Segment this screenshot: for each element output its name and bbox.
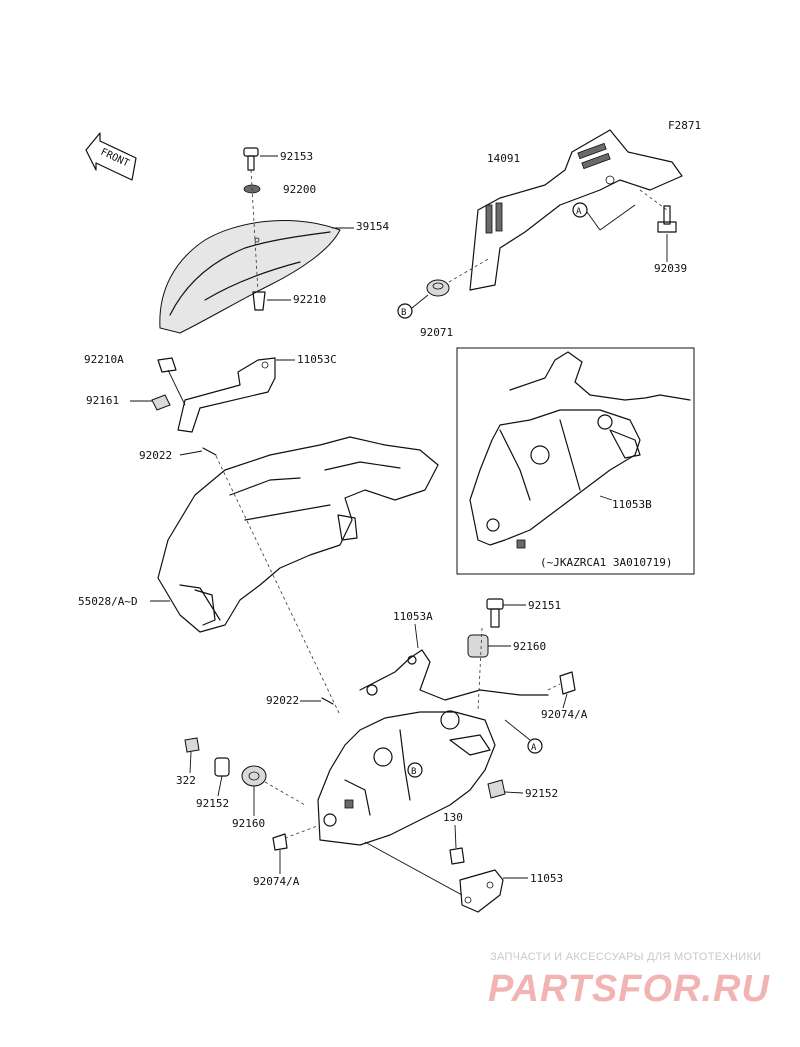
bracket-11053-part xyxy=(459,869,504,913)
label-92210: 92210 xyxy=(293,293,326,306)
svg-text:B: B xyxy=(411,767,416,777)
callout-a-lower: A xyxy=(504,719,543,754)
grommet-92071-part xyxy=(426,279,450,297)
label-92200: 92200 xyxy=(283,183,316,196)
label-92152-right: 92152 xyxy=(525,787,558,800)
cap-92074a-right-part xyxy=(559,671,576,695)
bolt-92039-part xyxy=(657,205,677,233)
frame-11053a-part xyxy=(317,649,549,846)
label-11053: 11053 xyxy=(530,872,563,885)
label-92153: 92153 xyxy=(280,150,313,163)
bolt-130-part xyxy=(449,847,465,865)
label-92151: 92151 xyxy=(528,599,561,612)
watermark-logo: PARTSFOR.RU xyxy=(488,968,770,1010)
upper-cowl-part xyxy=(159,220,341,334)
label-130: 130 xyxy=(443,811,463,824)
label-92210a: 92210A xyxy=(84,353,124,366)
figure-code: F2871 xyxy=(668,119,701,132)
label-92074a-left: 92074/A xyxy=(253,875,300,888)
svg-text:B: B xyxy=(401,308,406,318)
bracket-11053c-part xyxy=(177,357,276,433)
pin-92022-lower-part xyxy=(321,697,334,705)
svg-text:A: A xyxy=(576,207,582,217)
grommet-92210-part xyxy=(252,291,266,311)
inset-note: (~JKAZRCA1 3A010719) xyxy=(540,556,672,569)
label-92152-left: 92152 xyxy=(196,797,229,810)
watermark-tagline: ЗАПЧАСТИ И АКСЕССУАРЫ ДЛЯ МОТОТЕХНИКИ xyxy=(490,951,762,963)
label-92074a-right: 92074/A xyxy=(541,708,588,721)
collar-92152-left-part xyxy=(214,757,230,777)
label-39154: 39154 xyxy=(356,220,389,233)
svg-text:A: A xyxy=(531,743,537,753)
callout-b-lower: B xyxy=(407,762,423,778)
pin-92022-upper-part xyxy=(202,447,217,456)
callout-a-upper: A xyxy=(572,202,636,231)
label-92071: 92071 xyxy=(420,326,453,339)
label-322: 322 xyxy=(176,774,196,787)
damper-92160-upper-part xyxy=(467,634,489,658)
label-14091: 14091 xyxy=(487,152,520,165)
label-55028: 55028/A~D xyxy=(78,595,138,608)
nut-92161-part xyxy=(151,394,171,411)
label-11053b: 11053B xyxy=(612,498,652,511)
label-92022-upper: 92022 xyxy=(139,449,172,462)
inset-frame xyxy=(456,347,695,575)
label-11053c: 11053C xyxy=(297,353,337,366)
bolt-92151-part xyxy=(486,598,504,628)
label-92022-lower: 92022 xyxy=(266,694,299,707)
label-92160-upper: 92160 xyxy=(513,640,546,653)
cap-92074a-left-part xyxy=(272,833,288,851)
fairing-55028-part xyxy=(157,436,439,633)
bracket-14091-part xyxy=(469,129,683,291)
grommet-92210a-part xyxy=(157,357,177,373)
label-92039: 92039 xyxy=(654,262,687,275)
collar-92152-right-part xyxy=(487,779,506,799)
label-92161: 92161 xyxy=(86,394,119,407)
damper-92160-left-part xyxy=(241,765,267,787)
bolt-92153-part xyxy=(243,147,259,171)
label-92160-left: 92160 xyxy=(232,817,265,830)
frame-11053b-part xyxy=(469,351,691,549)
label-11053a: 11053A xyxy=(393,610,433,623)
nut-322-part xyxy=(184,737,200,753)
callout-b-upper: B xyxy=(397,294,429,319)
front-arrow-icon: FRONT xyxy=(85,132,137,181)
